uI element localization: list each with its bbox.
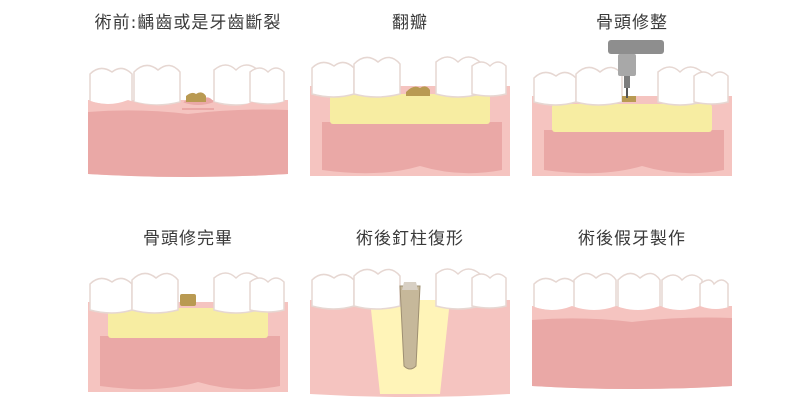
step-caption: 骨頭修整: [596, 13, 668, 33]
tooth-icon: [249, 67, 285, 105]
tooth-icon: [617, 272, 661, 312]
tooth-icon: [89, 67, 133, 106]
crown-illustration: [522, 254, 742, 408]
step-panel-preop: 術前:齲齒或是牙齒斷裂: [78, 2, 298, 192]
tooth-icon: [533, 277, 577, 312]
step-caption: 術後釘柱復形: [356, 229, 464, 249]
step-caption: 骨頭修完畢: [143, 229, 233, 249]
step-caption: 術前:齲齒或是牙齒斷裂: [94, 13, 282, 33]
step-caption: 術後假牙製作: [578, 229, 686, 249]
tooth-icon: [657, 66, 703, 106]
step-panel-crown: 術後假牙製作: [522, 218, 742, 408]
step-panel-bone-trim: 骨頭修整: [522, 2, 742, 192]
tooth-icon: [213, 272, 259, 314]
tooth-icon: [89, 277, 133, 314]
tooth-icon: [533, 71, 577, 106]
tooth-icon: [311, 61, 355, 98]
flap-illustration: [300, 38, 520, 192]
tooth-icon: [573, 272, 617, 312]
step-panel-flap: 翻瓣: [300, 2, 520, 192]
tooth-icon: [435, 56, 481, 98]
tooth-icon: [693, 71, 729, 105]
tooth-icon: [435, 268, 481, 310]
tooth-icon: [575, 66, 623, 106]
bone-done-illustration: [78, 254, 298, 408]
tooth-icon: [353, 56, 401, 98]
tooth-icon: [213, 64, 259, 106]
post-illustration: [300, 254, 520, 408]
tooth-icon: [131, 272, 179, 314]
tooth-icon: [249, 277, 285, 313]
step-panel-bone-done: 骨頭修完畢: [78, 218, 298, 408]
tooth-icon: [311, 273, 355, 310]
tooth-icon: [699, 279, 729, 311]
bone-trim-illustration: [522, 38, 742, 192]
drill-icon: [608, 40, 664, 98]
tooth-icon: [353, 268, 401, 310]
post-icon: [399, 282, 421, 370]
tooth-icon: [471, 61, 507, 97]
tooth-icon: [471, 273, 507, 309]
tooth-icon: [661, 274, 703, 312]
tooth-icon: [133, 64, 181, 106]
preop-illustration: [78, 38, 298, 192]
step-caption: 翻瓣: [392, 13, 428, 33]
step-panel-post: 術後釘柱復形: [300, 218, 520, 408]
